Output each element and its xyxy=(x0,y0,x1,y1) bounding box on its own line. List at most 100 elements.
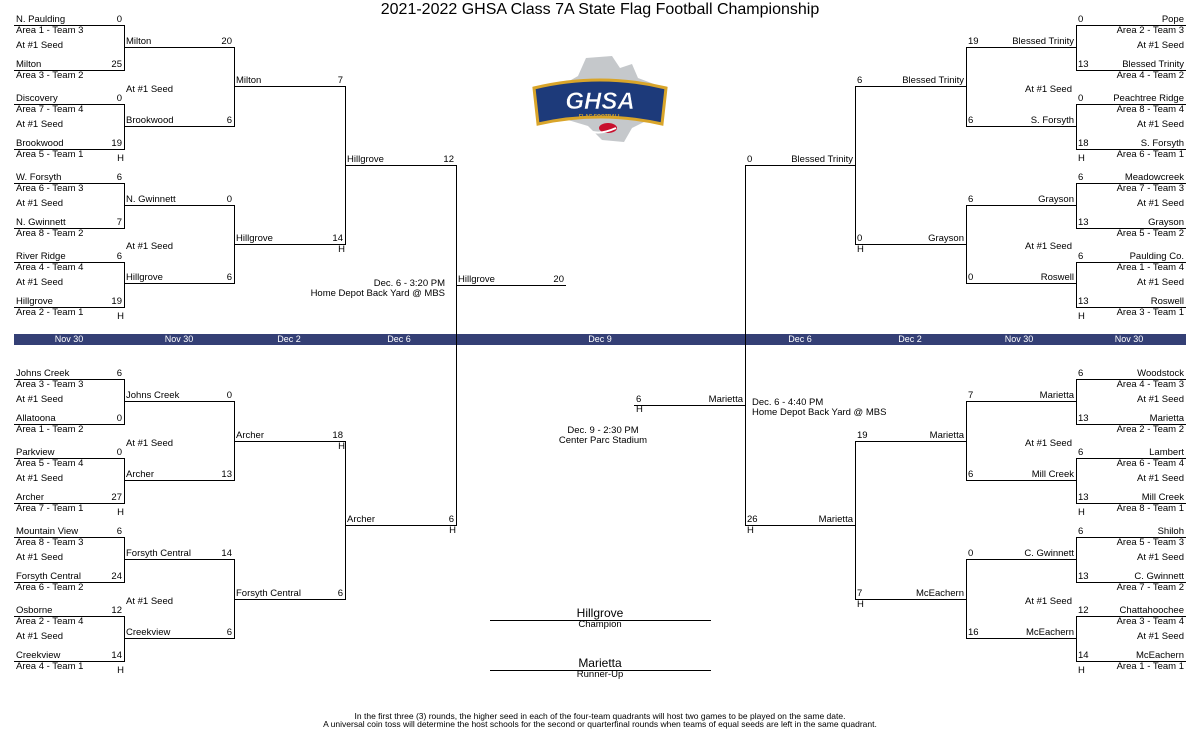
team-name: Marietta xyxy=(708,394,743,405)
team-name: W. Forsyth xyxy=(16,172,62,183)
bracket-line xyxy=(14,262,124,263)
team-name: Archer xyxy=(16,492,44,503)
team-score: 13 xyxy=(1078,59,1089,70)
team-score: 0 xyxy=(747,154,753,165)
team-name: Mountain View xyxy=(16,526,79,537)
seed-note: At #1 Seed xyxy=(16,394,64,405)
team-name: McEachern xyxy=(1135,650,1184,661)
team-score: 6 xyxy=(226,272,232,283)
seed-label: Area 2 - Team 1 xyxy=(16,307,84,318)
home-marker: H xyxy=(117,153,124,164)
seed-note: At #1 Seed xyxy=(16,198,64,209)
seed-label: Area 7 - Team 3 xyxy=(1116,183,1184,194)
team-score: 7 xyxy=(857,588,863,599)
home-marker: H xyxy=(857,599,864,610)
team-score: 13 xyxy=(1078,571,1089,582)
team-score: 0 xyxy=(116,413,122,424)
bracket-line xyxy=(966,401,967,481)
seed-label: Area 7 - Team 1 xyxy=(16,503,84,514)
team-name: Forsyth Central xyxy=(126,548,191,559)
team-score: 20 xyxy=(221,36,232,47)
team-score: 6 xyxy=(226,115,232,126)
bracket-line xyxy=(14,503,124,504)
bracket-line xyxy=(1076,307,1186,308)
team-score: 25 xyxy=(111,59,122,70)
seed-label: Area 1 - Team 3 xyxy=(16,25,84,36)
page-title: 2021-2022 GHSA Class 7A State Flag Footb… xyxy=(380,1,820,18)
bracket-line xyxy=(124,47,234,48)
team-score: 13 xyxy=(1078,296,1089,307)
home-marker: H xyxy=(1078,507,1085,518)
bracket-line xyxy=(1076,379,1077,425)
team-name: Forsyth Central xyxy=(16,571,81,582)
team-name: N. Gwinnett xyxy=(126,194,176,205)
seed-label: Area 3 - Team 3 xyxy=(16,379,84,390)
seed-label: Area 5 - Team 2 xyxy=(1116,228,1184,239)
team-name: Osborne xyxy=(16,605,53,616)
team-score: 6 xyxy=(857,75,863,86)
seed-note: At #1 Seed xyxy=(1136,552,1184,563)
team-score: 6 xyxy=(1078,172,1084,183)
bracket-line xyxy=(1076,503,1186,504)
bracket-line xyxy=(966,559,967,639)
bracket-line xyxy=(855,86,856,245)
bracket-line xyxy=(124,480,234,481)
seed-label: Area 1 - Team 1 xyxy=(1116,661,1184,672)
bracket-line xyxy=(124,25,125,71)
home-marker: H xyxy=(1078,665,1085,676)
seed-label: Area 5 - Team 4 xyxy=(16,458,84,469)
bracket-line xyxy=(966,205,1076,206)
date-label: Dec 9 xyxy=(588,334,612,344)
seed-label: Area 8 - Team 2 xyxy=(16,228,84,239)
team-score: 0 xyxy=(116,93,122,104)
team-name: Johns Creek xyxy=(126,390,180,401)
date-label: Nov 30 xyxy=(1004,334,1034,344)
bracket-line xyxy=(14,183,124,184)
bracket-line xyxy=(745,165,855,166)
team-name: Shiloh xyxy=(1157,526,1184,537)
home-marker: H xyxy=(857,244,864,255)
bracket-line xyxy=(124,126,234,127)
bracket-line xyxy=(234,441,345,442)
bracket-line xyxy=(966,401,1076,402)
logo-name: GHSA xyxy=(565,88,634,115)
team-name: Archer xyxy=(347,514,375,525)
team-name: Meadowcreek xyxy=(1124,172,1184,183)
team-score: 19 xyxy=(111,296,122,307)
bracket-line xyxy=(234,47,235,127)
team-name: Blessed Trinity xyxy=(1122,59,1184,70)
home-marker: H xyxy=(1078,311,1085,322)
team-name: Mill Creek xyxy=(1031,469,1074,480)
bracket-line xyxy=(1076,661,1186,662)
team-score: 13 xyxy=(1078,413,1089,424)
team-score: 6 xyxy=(1078,447,1084,458)
bracket-line xyxy=(1076,149,1186,150)
seed-label: Area 8 - Team 1 xyxy=(1116,503,1184,514)
seed-label: Area 6 - Team 3 xyxy=(16,183,84,194)
date-label: Dec 6 xyxy=(387,334,411,344)
team-score: 6 xyxy=(968,194,974,205)
footnote-line-2: A universal coin toss will determine the… xyxy=(323,719,877,729)
team-name: Marietta xyxy=(818,514,853,525)
bracket-line xyxy=(1076,537,1186,538)
team-score: 12 xyxy=(443,154,454,165)
bracket-line xyxy=(124,559,234,560)
bracket-line xyxy=(14,616,124,617)
bracket-line xyxy=(234,599,345,600)
team-name: Blessed Trinity xyxy=(1012,36,1074,47)
team-score: 14 xyxy=(221,548,232,559)
team-score: 6 xyxy=(968,115,974,126)
champion-name: Hillgrove xyxy=(576,606,624,620)
seed-label: Area 1 - Team 2 xyxy=(16,424,84,435)
team-name: Grayson xyxy=(928,233,964,244)
team-name: McEachern xyxy=(1025,627,1074,638)
bracket-line xyxy=(124,283,234,284)
team-name: McEachern xyxy=(915,588,964,599)
semi-left-venue: Home Depot Back Yard @ MBS xyxy=(310,288,445,299)
bracket-line xyxy=(345,525,456,526)
bracket-line xyxy=(966,47,967,127)
bracket-line xyxy=(1076,228,1186,229)
team-name: C. Gwinnett xyxy=(1134,571,1184,582)
round-dates-band: Nov 30 Nov 30 Dec 2 Dec 6 Dec 9 Dec 6 De… xyxy=(14,334,1186,345)
seed-note: At #1 Seed xyxy=(16,40,64,51)
